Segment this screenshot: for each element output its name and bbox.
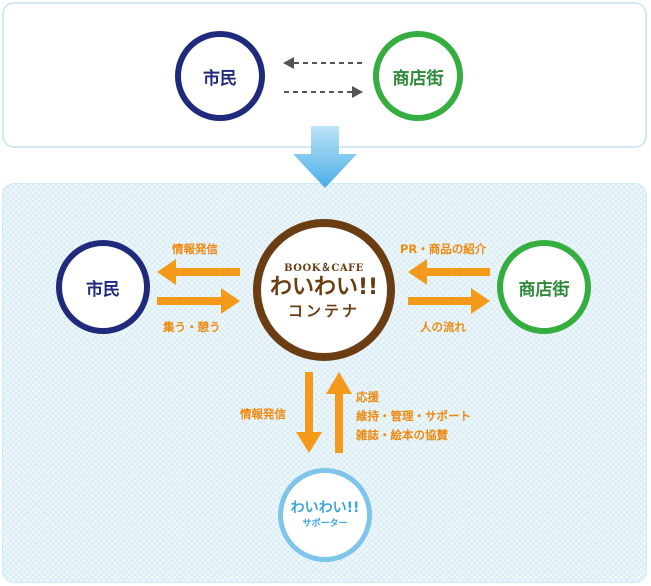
label-up-right-line-1: 応援 [356, 390, 379, 404]
label-down-left: 情報発信 [240, 407, 286, 421]
center-subtitle: BOOK＆CAFE [284, 262, 364, 274]
bottom-citizen-label: 市民 [86, 279, 120, 300]
supporter-name: わいわい!! [290, 499, 360, 516]
bottom-shop-label: 商店街 [518, 279, 570, 300]
center-container-node: BOOK＆CAFE わいわい!! コンテナ [253, 219, 395, 361]
label-right-bottom: 人の流れ [420, 320, 466, 334]
label-up-right-line-2: 維持・管理・サポート [356, 409, 471, 423]
top-panel [2, 2, 647, 148]
top-dashed-arrow-left [283, 57, 362, 69]
supporter-node: わいわい!! サポーター [278, 468, 372, 562]
bottom-shop-node: 商店街 [497, 240, 591, 334]
arrow-supporter-to-center [326, 372, 352, 453]
arrow-center-to-supporter [296, 372, 322, 453]
top-shop-label: 商店街 [392, 68, 444, 89]
arrow-center-to-shop [408, 288, 490, 314]
label-up-right: 応援 維持・管理・サポート 雑誌・絵本の協賛 [356, 388, 471, 445]
arrow-shop-to-center [408, 259, 490, 285]
flow-down-arrow [293, 126, 357, 188]
top-citizen-label: 市民 [203, 68, 237, 89]
label-left-top: 情報発信 [172, 242, 218, 256]
bottom-citizen-node: 市民 [56, 240, 150, 334]
arrow-citizen-to-center [157, 288, 240, 314]
top-citizen-node: 市民 [175, 31, 265, 121]
label-up-right-line-3: 雑誌・絵本の協賛 [356, 428, 448, 442]
supporter-kana: サポーター [302, 519, 348, 530]
label-right-top: PR・商品の紹介 [400, 242, 487, 256]
arrow-center-to-citizen [157, 259, 240, 285]
label-left-bottom: 集う・憩う [163, 320, 221, 334]
top-dashed-arrow-right [284, 86, 363, 98]
top-shop-node: 商店街 [373, 31, 463, 121]
center-name: わいわい!! [269, 274, 379, 300]
center-kana: コンテナ [287, 302, 360, 321]
